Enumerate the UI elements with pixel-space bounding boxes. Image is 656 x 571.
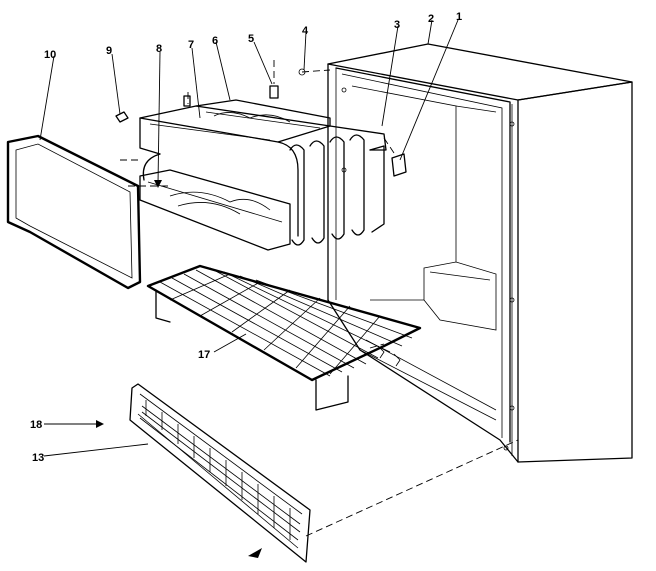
arrow-18	[96, 420, 104, 428]
callout-13: 13	[32, 452, 44, 464]
callout-4: 4	[302, 25, 309, 37]
callout-17: 17	[198, 349, 210, 361]
callout-8: 8	[156, 43, 162, 55]
callout-10: 10	[44, 49, 56, 61]
callout-3: 3	[394, 19, 400, 31]
callout-9: 9	[106, 45, 112, 57]
assembly-lines	[120, 60, 519, 537]
callout-2: 2	[428, 13, 434, 25]
wire-shelf	[146, 264, 422, 411]
callout-5: 5	[248, 33, 254, 45]
door-gasket	[6, 134, 142, 290]
grille	[129, 383, 311, 563]
leader-lines	[39, 19, 459, 558]
callout-18: 18	[30, 419, 42, 431]
cabinet	[327, 43, 633, 463]
shelf-wires	[147, 265, 413, 377]
evaporator-assembly	[115, 68, 407, 251]
callout-6: 6	[212, 35, 218, 47]
arrow-8	[154, 180, 162, 188]
callout-7: 7	[188, 39, 194, 51]
arrow-grille	[248, 548, 262, 558]
callout-1: 1	[456, 11, 462, 23]
callout-labels: 1 2 3 4 5 6 7 8 9 10 17 18 13	[30, 11, 462, 464]
grille-louvers	[139, 400, 301, 541]
